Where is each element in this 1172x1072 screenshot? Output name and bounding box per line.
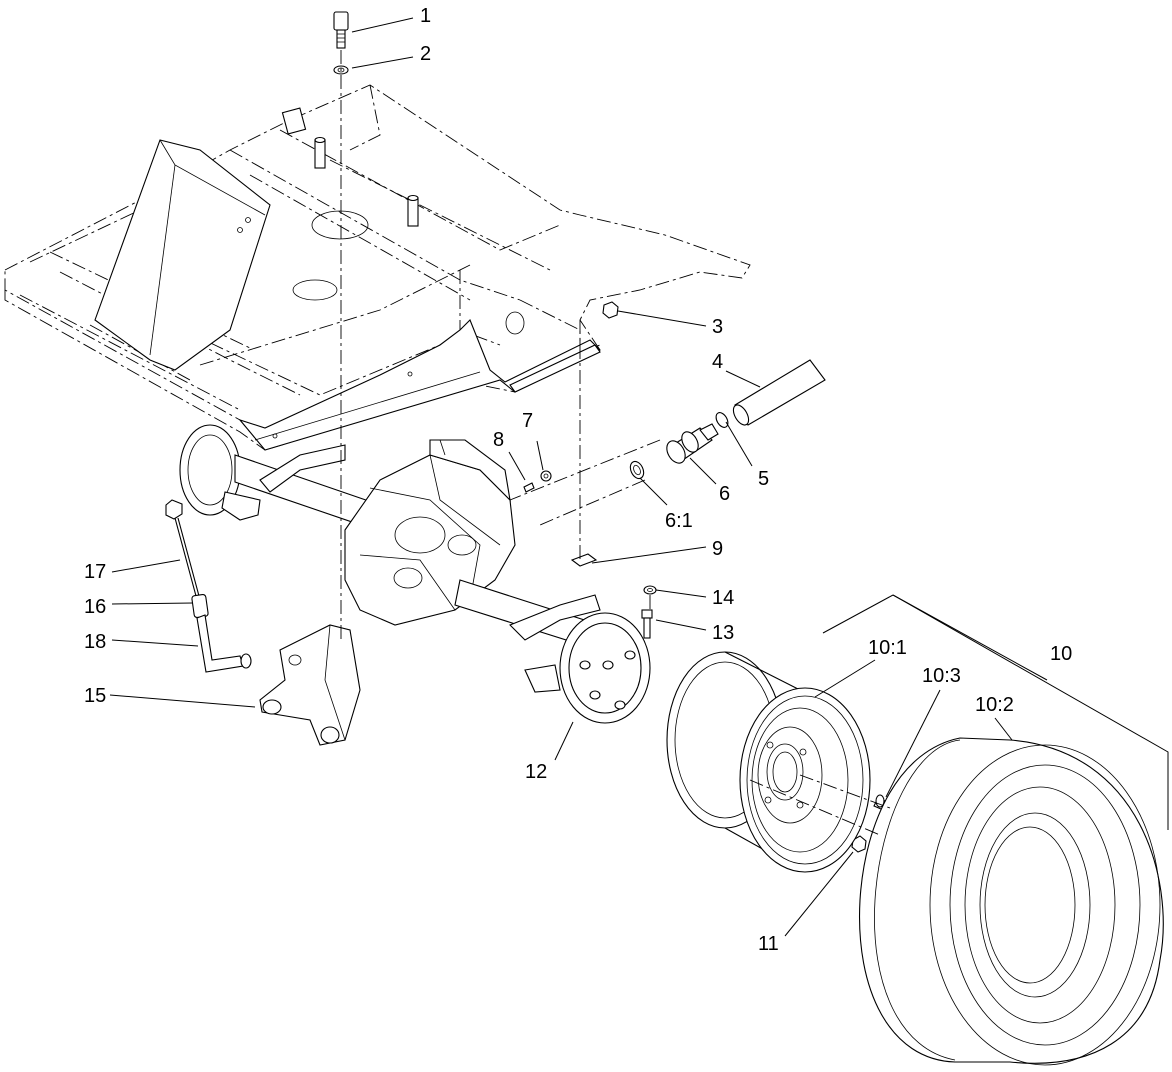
wheel-rim xyxy=(666,651,871,873)
callout-10: 10 xyxy=(1050,643,1072,665)
callout-12: 12 xyxy=(525,761,547,783)
callout-13: 13 xyxy=(712,622,734,644)
bolt xyxy=(333,11,349,49)
callout-3: 3 xyxy=(712,316,723,338)
nut xyxy=(602,301,619,319)
callout-6-1: 6:1 xyxy=(665,510,693,532)
callout-2: 2 xyxy=(420,43,431,65)
hose-clamp xyxy=(715,412,729,428)
shim xyxy=(570,553,598,567)
callout-4: 4 xyxy=(712,351,723,373)
callout-10-1: 10:1 xyxy=(868,637,907,659)
dipstick-assembly xyxy=(165,499,252,673)
tire xyxy=(858,737,1164,1066)
callout-11: 11 xyxy=(758,933,779,955)
pin xyxy=(523,482,535,493)
callout-7: 7 xyxy=(522,410,533,432)
callout-9: 9 xyxy=(712,538,723,560)
mount-bolt xyxy=(641,609,653,639)
callout-6: 6 xyxy=(719,483,730,505)
callout-10-2: 10:2 xyxy=(975,694,1014,716)
plug xyxy=(540,470,552,482)
transaxle xyxy=(179,424,651,724)
pivot-bracket xyxy=(259,624,361,746)
frame-rail xyxy=(238,319,601,451)
frame-studs xyxy=(281,107,525,335)
callout-17: 17 xyxy=(84,561,106,583)
callout-5: 5 xyxy=(758,468,769,490)
callout-15: 15 xyxy=(84,685,106,707)
lug-nut xyxy=(851,835,867,853)
callout-14: 14 xyxy=(712,587,734,609)
callout-1: 1 xyxy=(420,5,431,27)
callout-10-3: 10:3 xyxy=(922,665,961,687)
leader-lines xyxy=(109,17,1169,937)
mount-washer xyxy=(643,585,657,595)
callout-18: 18 xyxy=(84,631,106,653)
callouts: 1 2 3 4 5 6 6:1 7 8 9 10 10:1 10:3 10:2 … xyxy=(84,5,1072,955)
hose xyxy=(732,359,826,426)
assembly-lines xyxy=(340,50,891,836)
seat-mount-panel xyxy=(94,139,271,371)
callout-16: 16 xyxy=(84,596,106,618)
o-ring xyxy=(629,460,645,480)
callout-8: 8 xyxy=(493,429,504,451)
fitting xyxy=(666,423,719,464)
